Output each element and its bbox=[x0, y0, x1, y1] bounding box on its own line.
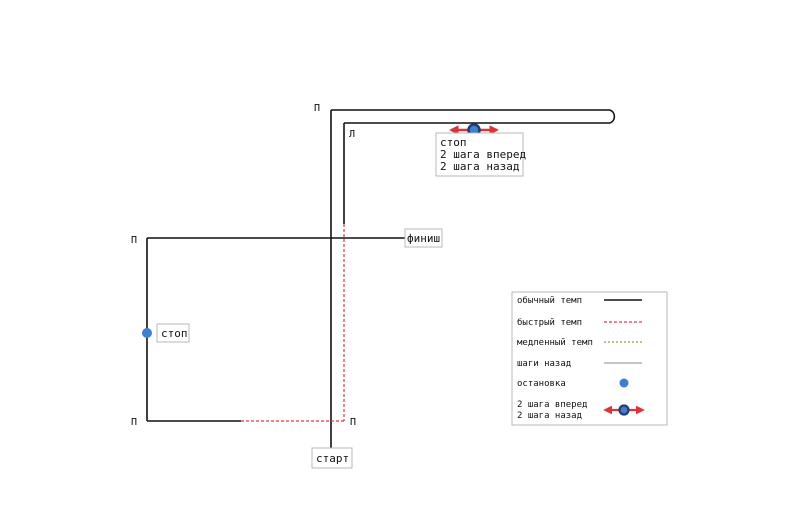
turn-label-inner: Л bbox=[349, 129, 355, 140]
route-normal-pace bbox=[146, 109, 616, 448]
legend-stop-dot-icon bbox=[619, 378, 629, 388]
stop-label-top-line3: 2 шага назад bbox=[440, 160, 520, 173]
route-fast-pace bbox=[241, 224, 345, 422]
finish-label-box bbox=[404, 228, 443, 248]
segment-u-turn bbox=[609, 109, 616, 124]
legend-normal-label: обычный темп bbox=[517, 295, 582, 306]
legend-steps-label-line1: 2 шага вперед bbox=[517, 400, 587, 410]
legend-slow-label: медленный темп bbox=[517, 338, 593, 348]
legend-back-label: шаги назад bbox=[517, 359, 571, 369]
legend-steps-dot-icon bbox=[618, 404, 630, 416]
stop-dot-left bbox=[142, 328, 152, 338]
legend-fast-label: быстрый темп bbox=[517, 317, 582, 328]
stop-label-top-line2: 2 шага вперед bbox=[440, 148, 526, 161]
start-label: старт bbox=[316, 452, 349, 465]
finish-label: финиш bbox=[407, 232, 440, 245]
legend-steps-label-line2: 2 шага назад bbox=[517, 411, 582, 421]
legend: обычный темп быстрый темп медленный темп… bbox=[511, 291, 668, 426]
stop-label-left: стоп bbox=[161, 327, 188, 340]
legend-box bbox=[511, 291, 668, 426]
legend-stop-label: остановка bbox=[517, 379, 566, 389]
turn-label-bottom-right: П bbox=[350, 417, 356, 428]
turn-label-left-bottom: П bbox=[131, 417, 137, 428]
turn-label-left-top: П bbox=[131, 235, 137, 246]
stop-label-top: стоп bbox=[440, 136, 467, 149]
stop-label-box-top bbox=[435, 132, 524, 177]
turn-label-top-left: П bbox=[314, 103, 320, 114]
start-label-box bbox=[311, 447, 353, 469]
stop-label-box-left bbox=[156, 323, 190, 343]
